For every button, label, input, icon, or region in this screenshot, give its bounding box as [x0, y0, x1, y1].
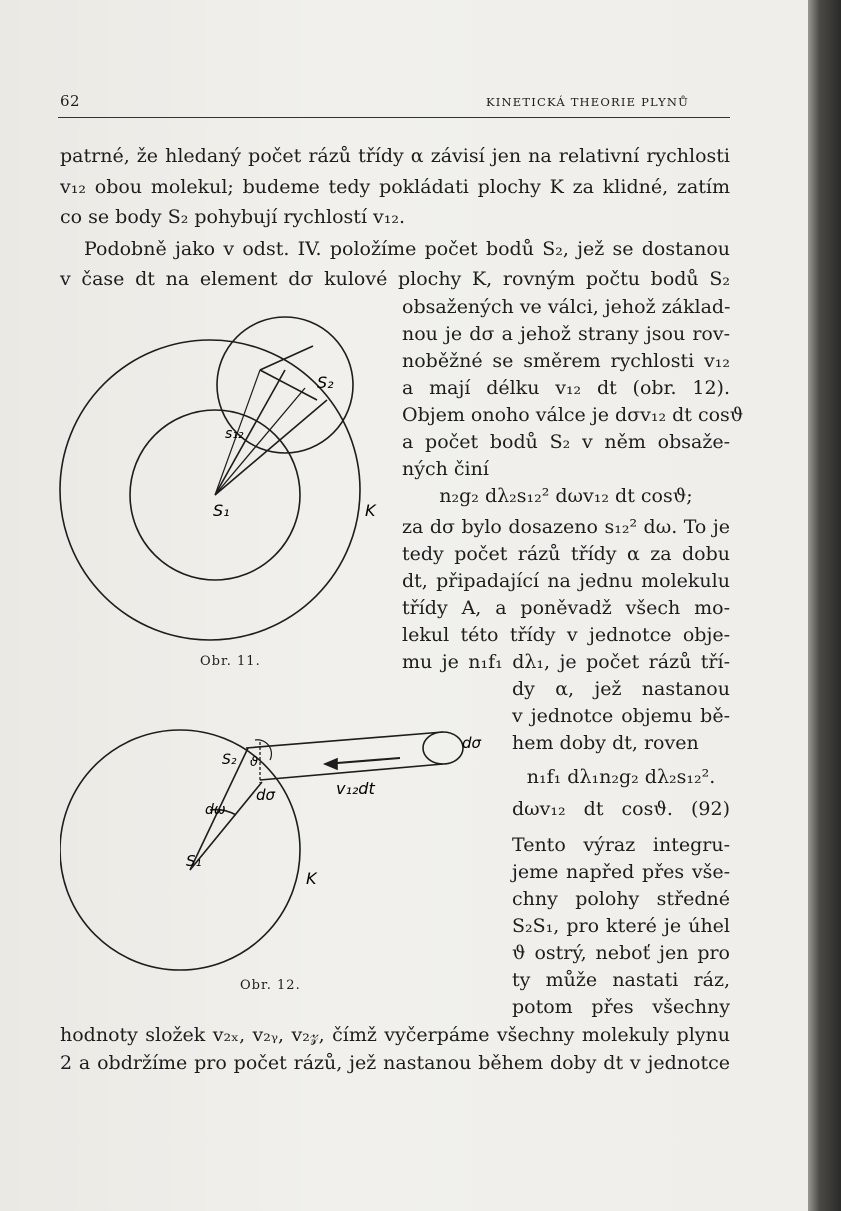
header-rule	[58, 117, 730, 118]
cone-line	[189, 781, 263, 871]
label-v12dt: v₁₂dt	[336, 779, 375, 798]
cone-edge	[214, 369, 286, 496]
text-line: lekul této třídy v jednotce obje-	[402, 624, 730, 646]
text-line: hem doby dt, roven	[512, 732, 699, 754]
text-line: Objem onoho válce je dσv₁₂ dt cosϑ	[402, 404, 744, 426]
text-line: v jednotce objemu bě-	[512, 705, 730, 727]
equation: dωv₁₂ dt cosϑ. (92)	[512, 798, 730, 820]
outer-sphere-k	[59, 339, 361, 641]
text-line: Tento výraz integru-	[512, 834, 730, 856]
figure-12-caption: Obr. 12.	[240, 978, 301, 993]
velocity-arrowhead	[322, 757, 338, 771]
text-line: hodnoty složek v₂ₓ, v₂ᵧ, v₂𝓏, čímž vyčer…	[60, 1024, 730, 1046]
label-dsigma: dσ	[256, 786, 276, 804]
angle-theta-arc	[254, 739, 273, 761]
text-line: a mají délku v₁₂ dt (obr. 12).	[402, 377, 730, 399]
label-s1: S₁	[213, 501, 230, 520]
text-line: ϑ ostrý, neboť jen pro	[512, 942, 730, 964]
cone-edge	[214, 399, 328, 496]
label-dsigma-end: dσ	[462, 734, 482, 752]
figure-12: S₂ ϑ dσ dσ dω v₁₂dt S₁ K	[60, 729, 482, 971]
equation: n₁f₁ dλ₁n₂g₂ dλ₂s₁₂².	[526, 766, 716, 788]
text-line: třídy A, a poněvadž všech mo-	[402, 597, 730, 619]
text-line: chny polohy středné	[512, 888, 730, 910]
text-line: Podobně jako v odst. IV. položíme počet …	[84, 238, 730, 260]
label-k: K	[365, 501, 377, 520]
label-s12: s₁₂	[225, 426, 244, 442]
tangent-line	[259, 369, 318, 401]
text-line: tedy počet rázů třídy α za dobu	[402, 543, 730, 565]
label-k: K	[306, 869, 318, 888]
cone-edge	[259, 345, 314, 371]
angle-domega-arc	[209, 808, 237, 816]
book-spine-edge	[808, 0, 841, 1211]
text-line: dt, připadající na jednu molekulu	[402, 570, 730, 592]
book-page: 62 KINETICKÁ THEORIE PLYNŮ patrné, že hl…	[0, 0, 816, 1211]
text-line: a počet bodů S₂ v něm obsaže-	[402, 431, 730, 453]
cylinder-side-bottom	[259, 763, 444, 781]
text-line: potom přes všechny	[512, 996, 730, 1018]
text-line: nou je dσ a jehož strany jsou rov-	[402, 323, 730, 345]
text-line: v₁₂ obou molekul; budeme tedy pokládati …	[60, 176, 730, 198]
text-line: noběžné se směrem rychlosti v₁₂	[402, 350, 730, 372]
label-s2: S₂	[222, 752, 237, 768]
line-s1-s2	[214, 387, 306, 496]
label-s2: S₂	[317, 373, 334, 392]
equation: n₂g₂ dλ₂s₁₂² dωv₁₂ dt cosϑ;	[439, 485, 693, 507]
label-domega: dω	[205, 802, 226, 818]
text-line: ty může nastati ráz,	[512, 969, 730, 991]
figure-11-caption: Obr. 11.	[200, 654, 261, 669]
text-line: jeme napřed přes vše-	[512, 861, 730, 883]
cone-edge	[214, 369, 261, 496]
molecule-s2-sphere	[216, 316, 354, 454]
label-s1: S₁	[186, 852, 202, 870]
text-line: patrné, že hledaný počet rázů třídy α zá…	[60, 145, 730, 167]
page-number: 62	[60, 92, 81, 110]
text-line: 2 a obdržíme pro počet rázů, jež nastano…	[60, 1052, 730, 1074]
text-line: v čase dt na element dσ kulové plochy K,…	[60, 268, 730, 290]
text-line: obsažených ve válci, jehož základ-	[402, 296, 731, 318]
cylinder-end-dsigma	[422, 731, 464, 765]
figure-11: S₂ s₁₂ S₁ K	[59, 316, 377, 641]
text-line: mu je n₁f₁ dλ₁, je počet rázů tří-	[402, 651, 730, 673]
cylinder-side-top	[245, 731, 444, 749]
label-theta: ϑ	[250, 755, 258, 770]
inner-sphere	[129, 409, 301, 581]
text-line: co se body S₂ pohybují rychlostí v₁₂.	[60, 206, 406, 228]
running-header: KINETICKÁ THEORIE PLYNŮ	[486, 95, 690, 109]
text-line: ných činí	[402, 458, 489, 480]
sphere-k	[60, 729, 301, 971]
text-line: dy α, jež nastanou	[512, 678, 730, 700]
text-line: S₂S₁, pro které je úhel	[512, 915, 730, 937]
text-line: za dσ bylo dosazeno s₁₂² dω. To je	[402, 516, 730, 538]
